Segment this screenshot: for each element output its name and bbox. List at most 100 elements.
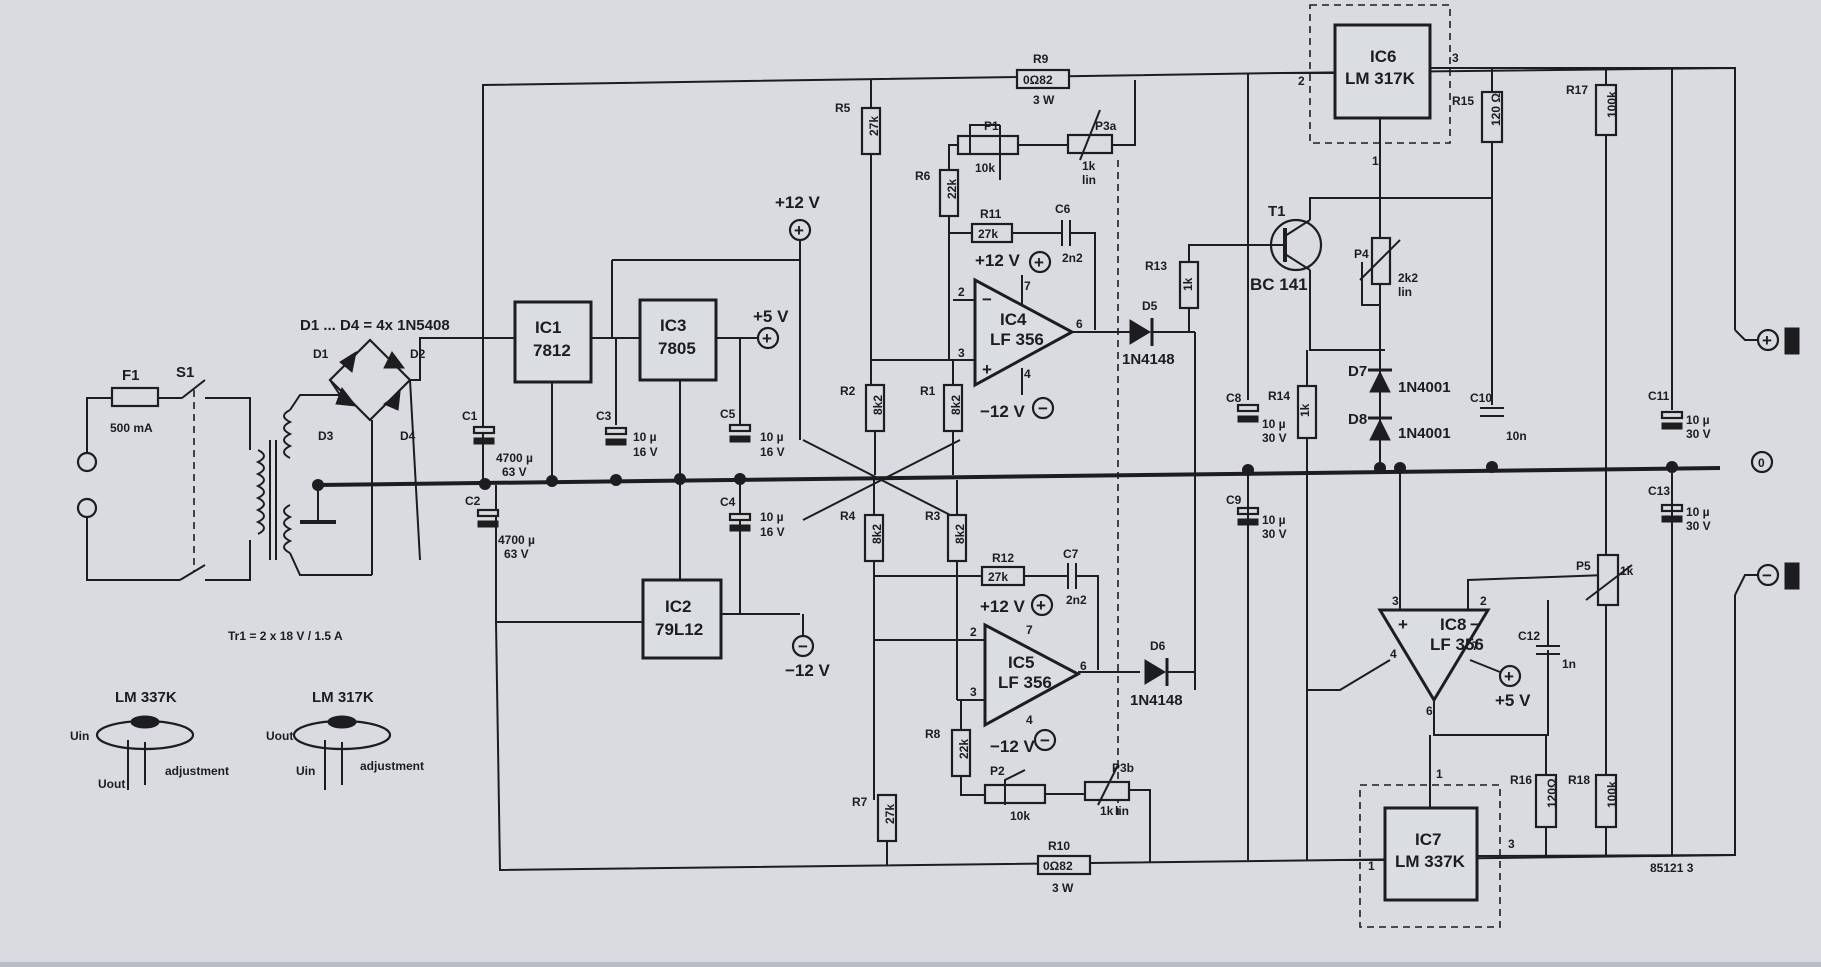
ic3-label: IC3 bbox=[660, 316, 686, 335]
terminal-minus12v: − −12 V bbox=[785, 614, 831, 680]
ic4-plus12v: +12 V bbox=[975, 251, 1021, 270]
resistor-r4: 8k2 R4 bbox=[840, 480, 885, 640]
resistor-r7: 27k R7 bbox=[852, 793, 898, 865]
c1-label: C1 bbox=[462, 409, 478, 423]
r10-watts: 3 W bbox=[1052, 881, 1074, 895]
c4-voltage: 16 V bbox=[760, 525, 785, 539]
r18-value: 100k bbox=[1605, 781, 1619, 808]
r14-label: R14 bbox=[1268, 389, 1290, 403]
c5-label: C5 bbox=[720, 407, 736, 421]
ic4-part: LF 356 bbox=[990, 330, 1044, 349]
diode-d8: D8 1N4001 bbox=[1348, 350, 1451, 468]
adjust-arrow-icon bbox=[1585, 564, 1633, 601]
r2-label: R2 bbox=[840, 384, 856, 398]
resistor-r17: 100k R17 bbox=[1566, 68, 1619, 555]
ic5-plus12v: +12 V bbox=[980, 597, 1026, 616]
adjust-arrow-icon bbox=[1359, 239, 1401, 281]
plus-sign-icon: + bbox=[1036, 596, 1046, 615]
regulator-ic7: IC7 LM 337K 1 3 1 bbox=[1340, 735, 1736, 928]
regulator-ic6: IC6 LM 317K 2 3 1 bbox=[1282, 4, 1735, 350]
c3-voltage: 16 V bbox=[633, 445, 658, 459]
ic6-label: IC6 bbox=[1370, 47, 1396, 66]
c10-value: 10n bbox=[1506, 429, 1527, 443]
c7-label: C7 bbox=[1063, 547, 1079, 561]
capacitor-c3: C3 10 µ 16 V bbox=[596, 338, 658, 459]
transformer-primary bbox=[255, 449, 265, 535]
adjust-arrow-icon bbox=[1079, 109, 1101, 161]
ic2-part: 79L12 bbox=[655, 620, 703, 639]
plus-sign-icon: + bbox=[1504, 667, 1514, 686]
diode-d4 bbox=[383, 390, 401, 411]
diode-d1 bbox=[339, 350, 357, 373]
d7-part: 1N4001 bbox=[1398, 379, 1451, 396]
r8-value: 22k bbox=[957, 739, 971, 759]
plus-sign-icon: + bbox=[762, 329, 772, 348]
ic6-pin1: 1 bbox=[1372, 154, 1379, 168]
plus5v-label: +5 V bbox=[753, 307, 789, 326]
r4-label: R4 bbox=[840, 509, 856, 523]
r3-label: R3 bbox=[925, 509, 941, 523]
ic3-part: 7805 bbox=[658, 339, 696, 358]
t1-part: BC 141 bbox=[1250, 275, 1308, 294]
ic1-part: 7812 bbox=[533, 341, 571, 360]
capacitor-c12: C12 1n bbox=[1518, 600, 1576, 671]
resistor-r15: 120 Ω R15 bbox=[1452, 68, 1504, 198]
d5-label: D5 bbox=[1142, 299, 1158, 313]
c3-label: C3 bbox=[596, 409, 612, 423]
plus12v-label: +12 V bbox=[775, 193, 821, 212]
ic4-pin6: 6 bbox=[1076, 317, 1083, 331]
mains-input: F1 500 mA S1 Tr1 = 2 x 18 V / 1.5 A bbox=[76, 364, 372, 643]
capacitor-c10: C10 10n bbox=[1470, 198, 1527, 443]
r16-label: R16 bbox=[1510, 773, 1532, 787]
c2-voltage: 63 V bbox=[504, 547, 529, 561]
capacitor-c4: C4 10 µ 16 V bbox=[720, 480, 785, 614]
potentiometer-p2: P2 10k bbox=[983, 764, 1047, 823]
output-terminal-plus: + bbox=[1734, 327, 1800, 355]
capacitor-c7: C7 2n2 bbox=[1063, 547, 1099, 670]
ic5-minus12v: −12 V bbox=[990, 737, 1036, 756]
ic7-part: LM 337K bbox=[1395, 852, 1466, 871]
minus-sign-icon: − bbox=[1040, 731, 1050, 750]
r15-value: 120 Ω bbox=[1489, 93, 1503, 126]
transformer-label: Tr1 = 2 x 18 V / 1.5 A bbox=[228, 629, 343, 643]
d4-label: D4 bbox=[400, 429, 416, 443]
ic5-pin6: 6 bbox=[1080, 659, 1087, 673]
resistor-r2: 8k2 R2 bbox=[840, 383, 886, 475]
r11-label: R11 bbox=[980, 207, 1002, 221]
opamp-ic5: IC5 LF 356 2 3 6 7 4 +12 V + −12 V − bbox=[970, 593, 1140, 756]
ground-terminal-icon: 0 bbox=[1758, 456, 1765, 470]
r4-value: 8k2 bbox=[870, 524, 884, 544]
ic1-label: IC1 bbox=[535, 318, 561, 337]
ic4-minus12v: −12 V bbox=[980, 402, 1026, 421]
ic8-pin2: 2 bbox=[1480, 594, 1487, 608]
r11-value: 27k bbox=[978, 227, 998, 241]
adjust-arrow-icon bbox=[1097, 764, 1119, 806]
minus-input-icon: − bbox=[982, 290, 992, 309]
p3a-value: 1k bbox=[1082, 159, 1096, 173]
c6-label: C6 bbox=[1055, 202, 1071, 216]
r13-value: 1k bbox=[1181, 277, 1195, 291]
p2-label: P2 bbox=[990, 764, 1005, 778]
p3b-value: 1k bbox=[1100, 804, 1114, 818]
r13-label: R13 bbox=[1145, 259, 1167, 273]
c12-value: 1n bbox=[1562, 657, 1576, 671]
ic4-pin3: 3 bbox=[958, 346, 965, 360]
p5-value: 1k bbox=[1620, 564, 1634, 578]
c4-label: C4 bbox=[720, 495, 736, 509]
ic8-pin4: 4 bbox=[1390, 647, 1397, 661]
r18-label: R18 bbox=[1568, 773, 1590, 787]
c10-label: C10 bbox=[1470, 391, 1492, 405]
capacitor-c6: C6 2n2 bbox=[1055, 202, 1096, 330]
resistor-r3: 8k2 R3 bbox=[925, 480, 968, 700]
c4-value: 10 µ bbox=[760, 510, 784, 524]
p3a-lin: lin bbox=[1082, 173, 1096, 187]
c3-value: 10 µ bbox=[633, 430, 657, 444]
minus-input-icon: − bbox=[1470, 615, 1480, 634]
c9-voltage: 30 V bbox=[1262, 527, 1287, 541]
r9-label: R9 bbox=[1033, 52, 1049, 66]
r9-watts: 3 W bbox=[1033, 93, 1055, 107]
resistor-r16: 120Ω R16 bbox=[1510, 735, 1559, 858]
pkg1-uin: Uin bbox=[70, 729, 89, 743]
